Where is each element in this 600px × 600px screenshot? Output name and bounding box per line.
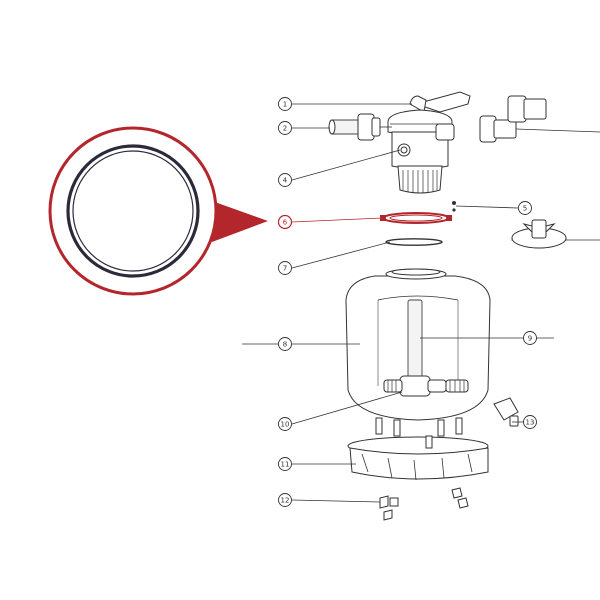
right-union-fittings (479, 95, 600, 143)
svg-text:11: 11 (281, 461, 290, 469)
oring-zoom-callout (48, 126, 268, 296)
svg-text:13: 13 (526, 419, 535, 427)
label-5: 5 (518, 201, 532, 215)
filter-tank (345, 268, 491, 437)
laterals (383, 375, 469, 397)
label-8: 8 (278, 337, 292, 351)
svg-text:4: 4 (283, 177, 288, 185)
flange-clamp-part (380, 212, 452, 224)
svg-text:5: 5 (523, 205, 527, 213)
callout-pointer (212, 201, 268, 242)
label-1: 1 (278, 97, 292, 111)
label-11: 11 (278, 457, 292, 471)
label-6: 6 (277, 214, 293, 230)
multiport-valve (387, 91, 471, 194)
label-9: 9 (523, 331, 537, 345)
label-4: 4 (278, 173, 292, 187)
svg-text:8: 8 (283, 341, 287, 349)
svg-text:7: 7 (283, 265, 287, 273)
oring-detail-inner (72, 150, 194, 272)
svg-text:12: 12 (281, 497, 290, 505)
svg-text:10: 10 (281, 421, 290, 429)
svg-text:6: 6 (283, 219, 288, 227)
svg-text:1: 1 (283, 101, 287, 109)
filter-base (347, 435, 489, 481)
clips (379, 487, 469, 521)
screw-part (452, 201, 456, 212)
oring-part (385, 238, 443, 246)
label-2: 2 (278, 121, 292, 135)
svg-text:2: 2 (283, 125, 287, 133)
callout-circle (48, 126, 218, 296)
oring-detail-outer (66, 144, 200, 278)
label-7: 7 (278, 261, 292, 275)
lateral-diffuser (510, 219, 600, 249)
left-union-fitting (328, 113, 392, 141)
label-10: 10 (278, 417, 292, 431)
drain-plug (493, 397, 519, 427)
label-12: 12 (278, 493, 292, 507)
svg-text:9: 9 (528, 335, 532, 343)
label-13: 13 (523, 415, 537, 429)
leader-lines (242, 103, 554, 503)
